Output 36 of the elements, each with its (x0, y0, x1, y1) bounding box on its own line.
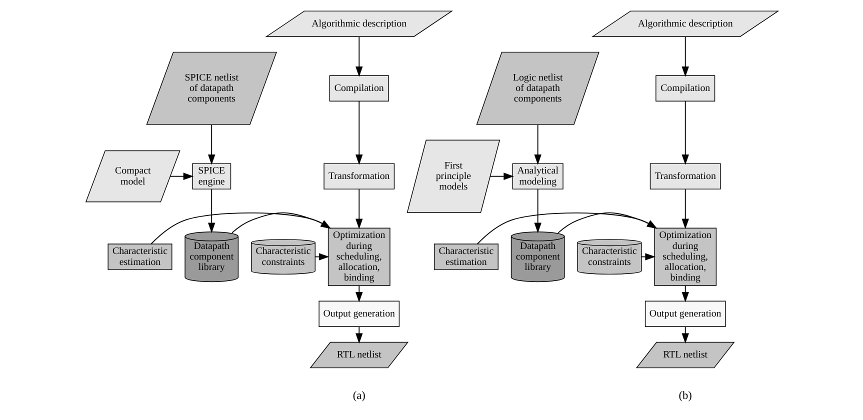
arrow (681, 36, 688, 77)
arrow (534, 188, 541, 234)
arrow (355, 188, 362, 230)
arrow (355, 326, 362, 344)
node-box: Optimization during scheduling, allocation, binding (654, 228, 716, 286)
arrow (355, 285, 362, 302)
arrow (557, 212, 657, 234)
arrow (681, 285, 688, 302)
node-box: SPICE engine (192, 163, 231, 190)
arrow (169, 172, 194, 180)
arrow (476, 212, 657, 244)
node-box: Output generation (318, 300, 400, 328)
arrow (231, 212, 331, 234)
node-box: Output generation (644, 300, 726, 328)
node-box: Transformation (649, 163, 720, 190)
node-box: Compilation (655, 75, 715, 102)
label: (b) (678, 390, 692, 402)
node-box: Analytical modeling (512, 163, 563, 190)
arrow (534, 124, 541, 165)
arrow (489, 172, 514, 180)
node-box: Characteristic estimation (433, 244, 498, 270)
arrow (207, 188, 215, 234)
arrow (681, 188, 688, 230)
node-box: Characteristic estimation (107, 244, 172, 270)
arrow (355, 100, 362, 165)
arrow (681, 100, 688, 165)
arrow (355, 36, 362, 77)
node-box: Transformation (323, 163, 394, 190)
label: (a) (352, 390, 365, 402)
arrow (314, 253, 329, 260)
arrow (681, 326, 688, 344)
node-box: Compilation (328, 75, 388, 102)
arrow (640, 253, 656, 260)
arrow (207, 124, 215, 165)
node-box: Optimization during scheduling, allocation, binding (327, 228, 390, 286)
arrow (150, 212, 331, 244)
